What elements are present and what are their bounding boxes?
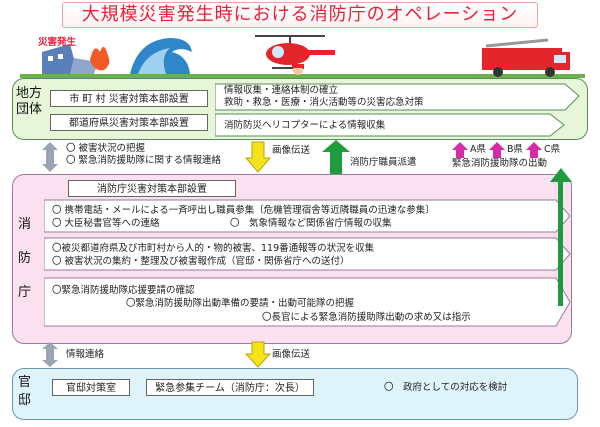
- deploy-line: [558, 176, 563, 306]
- image-transfer-label-lower: 画像伝送: [272, 349, 311, 360]
- commissioner-order-text: 〇長官による緊急消防援助隊出動の求め又は指示: [262, 312, 471, 323]
- prefectural-hq-box: 都道府県災害対策本部設置: [50, 114, 208, 131]
- kantei-label: 官 邸: [18, 375, 32, 408]
- pref-b-label: B県: [507, 144, 524, 155]
- emergency-deploy-label: 緊急消防援助隊の出動: [452, 158, 548, 169]
- double-arrow-icon: [42, 142, 58, 172]
- deploy-prep-text: 〇緊急消防援助隊出動準備の要請・出動可能隊の把握: [126, 298, 355, 309]
- damage-collection-text: 〇被災都道府県及び市町村から人的・物的被害、119番通報等の状況を収集: [52, 243, 375, 254]
- minister-contact-text: 〇 大臣秘書官等への連絡: [52, 218, 160, 229]
- image-transfer-arrow-icon: [244, 341, 272, 368]
- fdma-hq-box: 消防庁災害対策本部設置: [68, 180, 236, 197]
- disaster-illustration: [20, 35, 585, 78]
- emergency-team-box: 緊急参集チーム（消防庁：次長）: [146, 379, 314, 396]
- fdma-flow-arrows: [44, 199, 571, 327]
- staff-dispatch-label: 消防庁職員派遣: [350, 157, 417, 168]
- pref-c-arrow-icon: [526, 142, 542, 158]
- page-title: 大規模災害発生時における消防庁のオペレーション: [62, 2, 538, 28]
- damage-status-text: 〇 被害状況の把握: [66, 143, 146, 154]
- image-transfer-label: 画像伝送: [272, 145, 311, 156]
- emergency-unit-liaison-text: 〇 緊急消防援助隊に関する情報連絡: [66, 155, 222, 166]
- deploy-arrowhead-icon: [550, 168, 572, 182]
- firefighter-icon: [292, 64, 304, 75]
- local-flow-line1: 情報収集・連絡体制の確立: [224, 85, 339, 96]
- government-response-text: 〇 政府としての対応を検討: [384, 382, 508, 393]
- link-arrows-lower: [42, 341, 272, 368]
- weather-info-text: 〇 気象情報など関係省庁情報の収集: [230, 218, 392, 229]
- pref-a-label: A県: [470, 144, 486, 155]
- fire-icon: [90, 46, 110, 71]
- pref-a-arrow-icon: [452, 142, 468, 158]
- helicopter-icon: [255, 35, 335, 69]
- image-transfer-arrow-icon: [244, 141, 272, 173]
- local-government-label: 地方 団体: [16, 86, 43, 117]
- link-arrows-upper: [42, 140, 542, 174]
- support-request-text: 〇緊急消防援助隊応援要請の確認: [52, 285, 195, 296]
- kantei-office-box: 官邸対策室: [52, 379, 130, 396]
- fdma-label: 消 防 庁: [18, 217, 32, 300]
- double-arrow-icon: [42, 342, 58, 367]
- local-flow-line2: 救助・救急・医療・消火活動等の災害応急対策: [224, 97, 424, 108]
- tsunami-icon: [130, 38, 192, 74]
- disaster-sign: 災害発生: [38, 37, 77, 48]
- staff-callup-text: 〇 携帯電話・メールによる一斉呼出し職員参集〔危機管理宿舎等近隣職員の迅速な参集…: [52, 205, 435, 216]
- fire-engine-icon: [482, 38, 570, 77]
- pref-b-arrow-icon: [489, 142, 505, 158]
- pref-c-label: C県: [544, 144, 561, 155]
- damage-report-text: 〇 被害状況の集約・整理及び被害報作成（官邸・関係省庁への送付）: [52, 256, 350, 267]
- municipal-hq-box: 市 町 村 災害対策本部設置: [50, 90, 208, 107]
- collapsed-building-icon: [42, 44, 98, 74]
- local-flow-arrows: [215, 83, 580, 137]
- helicopter-info-collection: 消防防災ヘリコプターによる情報収集: [224, 120, 386, 131]
- info-liaison-label: 情報連絡: [66, 349, 105, 360]
- dispatch-arrow-icon: [322, 140, 350, 174]
